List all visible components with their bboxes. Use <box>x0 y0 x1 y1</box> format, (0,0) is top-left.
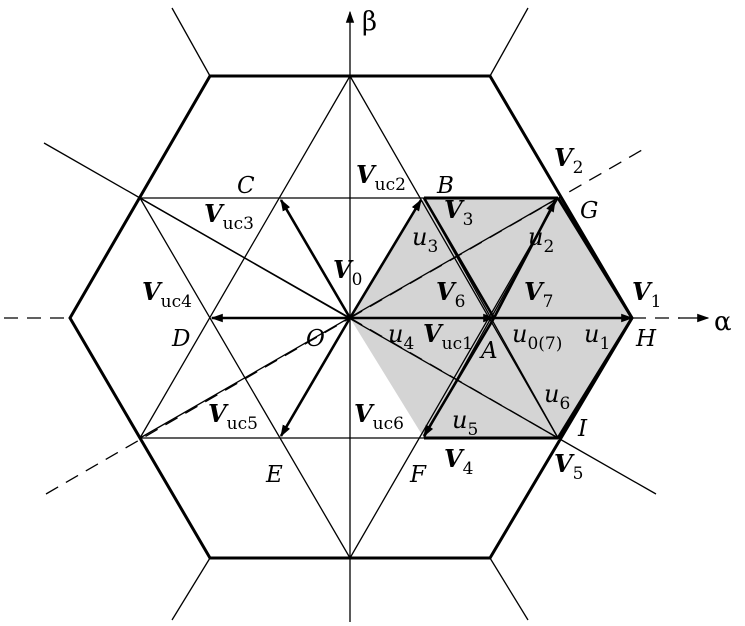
dashed-lines <box>4 149 680 495</box>
label-v5: V5 <box>554 449 583 484</box>
label-u3: u3 <box>412 223 438 257</box>
label-v3: V3 <box>444 195 473 230</box>
label-vuc2: Vuc2 <box>356 160 406 195</box>
label-v4: V4 <box>444 444 473 479</box>
alpha-axis-label: α <box>714 307 732 337</box>
point-label-d: D <box>171 326 190 352</box>
point-label-b: B <box>436 173 454 199</box>
label-v7: V7 <box>524 277 553 312</box>
label-v0: V0 <box>333 255 362 290</box>
point-label-c: C <box>237 173 255 199</box>
label-vuc1: Vuc1 <box>423 319 473 354</box>
label-u5: u5 <box>452 406 478 440</box>
label-vuc3: Vuc3 <box>204 199 254 234</box>
vector-u2 <box>492 199 557 319</box>
beta-axis-label: β <box>362 7 377 37</box>
point-label-h: H <box>635 326 657 352</box>
label-u6: u6 <box>544 380 570 414</box>
vector-vuc5 <box>279 317 352 438</box>
point-label-g: G <box>580 198 598 224</box>
label-u07: u0(7) <box>512 320 562 354</box>
label-u4: u4 <box>388 320 414 354</box>
vector-vuc3 <box>279 198 352 319</box>
label-u1: u1 <box>584 320 610 354</box>
point-label-i: I <box>577 416 588 442</box>
point-label-o: O <box>306 326 325 352</box>
shaded-outline <box>424 196 634 440</box>
label-u2: u2 <box>528 223 554 257</box>
label-vuc6: Vuc6 <box>354 399 404 434</box>
vector-arrows <box>210 197 634 438</box>
label-v1: V1 <box>632 277 661 312</box>
label-v6: V6 <box>436 277 465 312</box>
label-vuc4: Vuc4 <box>142 277 192 312</box>
vector-u5 <box>422 317 496 438</box>
label-v2: V2 <box>554 143 583 178</box>
vector-u3 <box>348 198 423 319</box>
vector-v3 <box>422 197 496 319</box>
label-vuc5: Vuc5 <box>208 399 258 434</box>
point-label-e: E <box>265 462 283 488</box>
point-label-f: F <box>409 462 427 488</box>
point-label-a: A <box>479 338 498 364</box>
